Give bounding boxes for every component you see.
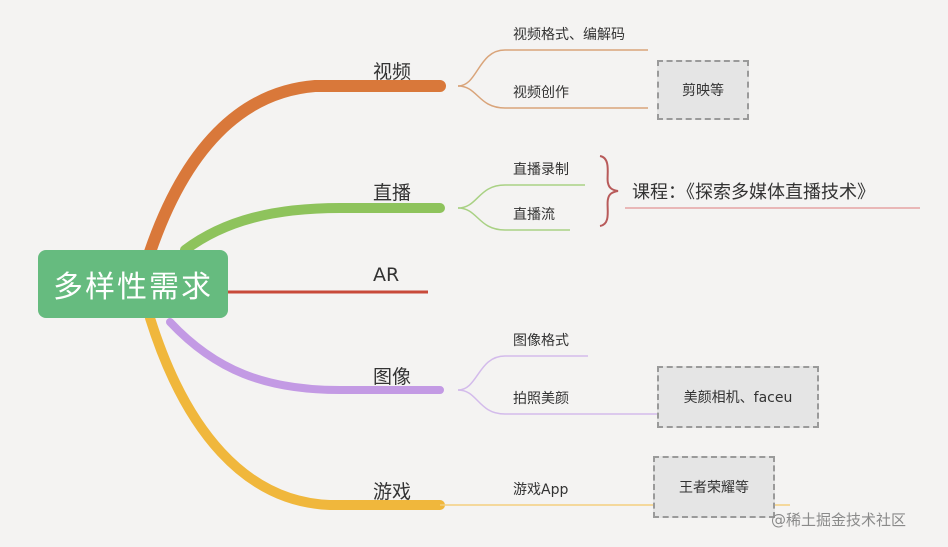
branch-video[interactable]: 视频: [373, 61, 412, 83]
connector-image: [166, 318, 444, 394]
branch-game[interactable]: 游戏: [373, 481, 412, 503]
note-video: 剪映等: [657, 60, 749, 120]
connector-live: [180, 203, 445, 255]
leaf-line-image-2: [457, 389, 808, 415]
branch-ar[interactable]: AR: [373, 264, 400, 286]
leaf-video-format[interactable]: 视频格式、编解码: [513, 27, 625, 43]
leaf-image-beauty[interactable]: 拍照美颜: [513, 391, 569, 407]
leaf-image-format[interactable]: 图像格式: [513, 333, 569, 349]
branch-image[interactable]: 图像: [373, 366, 412, 388]
branch-live[interactable]: 直播: [373, 182, 412, 204]
leaf-video-creation[interactable]: 视频创作: [513, 85, 569, 101]
connector-video: [144, 80, 446, 258]
course-note: 课程：《探索多媒体直播技术》: [632, 182, 875, 203]
leaf-line-video-2: [457, 85, 648, 109]
note-game: 王者荣耀等: [653, 456, 775, 518]
connector-game: [145, 313, 445, 510]
watermark: @稀土掘金技术社区: [771, 511, 907, 529]
leaf-live-stream[interactable]: 直播流: [513, 207, 555, 223]
leaf-line-video-1: [457, 49, 648, 87]
leaf-line-live-1: [457, 184, 585, 209]
leaf-game-app[interactable]: 游戏App: [513, 482, 569, 498]
leaf-live-record[interactable]: 直播录制: [513, 162, 569, 178]
note-image: 美颜相机、faceu: [657, 366, 819, 428]
curly-bracket: [599, 155, 619, 227]
root-node[interactable]: 多样性需求: [38, 250, 228, 318]
leaf-line-live-2: [457, 207, 570, 231]
leaf-line-image-1: [457, 355, 588, 391]
